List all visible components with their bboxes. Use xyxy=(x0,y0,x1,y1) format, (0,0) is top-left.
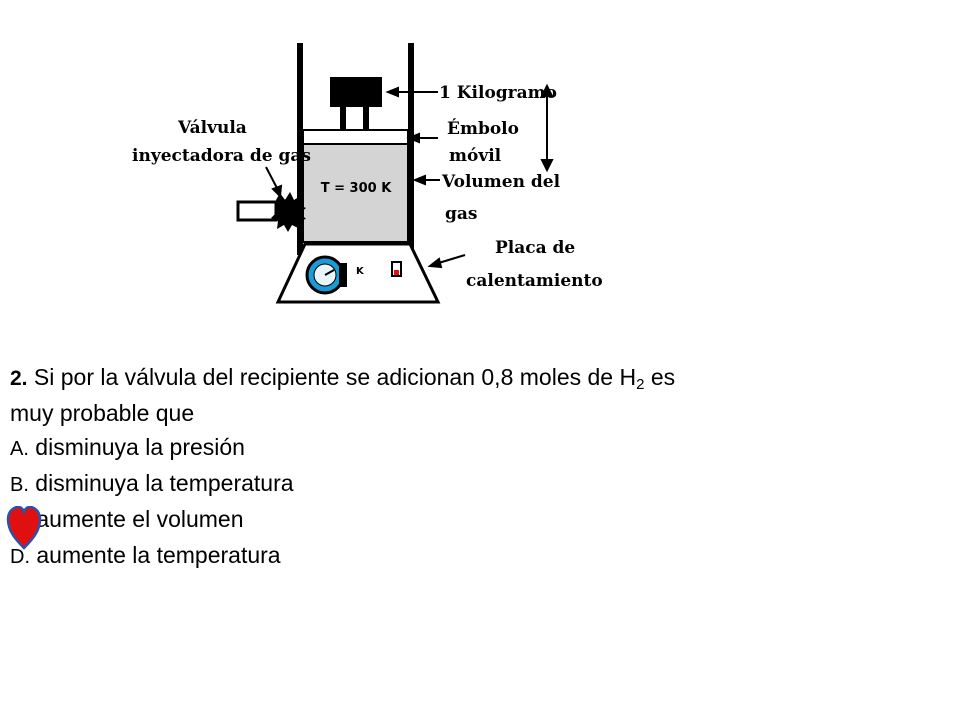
option-b-text: disminuya la temperatura xyxy=(28,470,294,496)
question-text-end: es xyxy=(644,364,676,390)
option-c[interactable]: C. aumente el volumen xyxy=(10,502,955,538)
label-gas: gas xyxy=(445,204,477,224)
gauge-dial xyxy=(305,255,347,295)
weight-rod-left xyxy=(340,106,346,130)
temperature-label: T = 300 K xyxy=(321,181,392,196)
option-b-letter: B. xyxy=(10,474,29,496)
option-a-letter: A. xyxy=(10,438,29,460)
gas-valve-pipe xyxy=(236,200,278,222)
gas-container-diagram: T = 300 K K 1 Kilogramo Émbolo móvil Vol… xyxy=(132,43,603,304)
cylinder-left-wall xyxy=(297,43,303,255)
weight-rod-right xyxy=(363,106,369,130)
question-stem-line2: muy probable que xyxy=(10,400,195,426)
label-valvula: Válvula xyxy=(177,118,247,138)
question-stem: 2. Si por la válvula del recipiente se a… xyxy=(10,360,955,396)
label-placa: Placa de xyxy=(495,238,575,258)
option-d[interactable]: D. aumente la temperatura xyxy=(10,538,955,574)
indicator-light xyxy=(391,261,402,277)
label-volumen: Volumen del xyxy=(441,172,561,192)
option-d-text: aumente la temperatura xyxy=(30,542,281,568)
label-embolo: Émbolo xyxy=(447,118,519,139)
label-kilogramo: 1 Kilogramo xyxy=(439,83,557,103)
knob-mark: K xyxy=(356,266,365,277)
option-a-text: disminuya la presión xyxy=(28,434,245,460)
kilogram-weight xyxy=(330,77,382,107)
option-a[interactable]: A. disminuya la presión xyxy=(10,430,955,466)
label-calentamiento: calentamiento xyxy=(466,271,603,291)
question-subscript: 2 xyxy=(636,376,645,393)
heart-icon xyxy=(6,506,42,550)
option-b[interactable]: B. disminuya la temperatura xyxy=(10,466,955,502)
label-inyectadora: inyectadora de gas xyxy=(132,146,311,166)
option-d-letter: D. xyxy=(10,546,30,568)
gas-valve-body xyxy=(271,192,306,232)
cylinder-right-wall xyxy=(408,43,414,255)
label-movil: móvil xyxy=(449,146,502,166)
label-arrows xyxy=(265,83,554,269)
question-block: 2. Si por la válvula del recipiente se a… xyxy=(10,360,955,574)
question-text: Si por la válvula del recipiente se adic… xyxy=(27,364,637,390)
question-number: 2. xyxy=(10,367,28,390)
option-c-text: aumente el volumen xyxy=(30,506,244,532)
movable-piston xyxy=(302,129,409,145)
